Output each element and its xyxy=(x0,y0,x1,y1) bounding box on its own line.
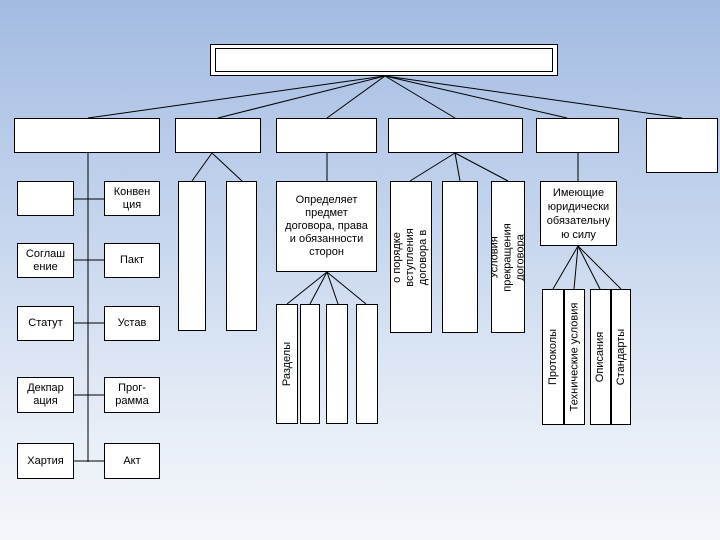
category-5-box xyxy=(536,118,619,153)
doc-declaration-box: Декпар ация xyxy=(17,377,74,413)
entry-procedure-label: Постановление о порядке вступления догов… xyxy=(391,227,432,287)
diagram-title-frame xyxy=(210,44,558,76)
contract-subject-box: Определяет предмет договора, права и обя… xyxy=(276,181,377,272)
doc-act-box: Акт xyxy=(104,443,160,479)
sections-label: Разделы xyxy=(281,341,294,387)
section-slot-1 xyxy=(300,304,320,424)
technical-conditions-box: Технические условия xyxy=(564,289,585,425)
technical-conditions-label: Технические условия xyxy=(568,302,581,412)
doc-charter-box: Хартия xyxy=(17,443,74,479)
sections-box: Разделы xyxy=(276,304,298,424)
standards-label: Стандарты xyxy=(615,328,628,386)
category-3-box xyxy=(276,118,377,153)
doc-ustav-box: Устав xyxy=(104,306,160,341)
doc-statute-box: Статут xyxy=(17,306,74,341)
category-2-box xyxy=(175,118,261,153)
diagram-title xyxy=(215,48,553,72)
category-4-box xyxy=(388,118,523,153)
doc-agreement-box: Соглаш ение xyxy=(17,243,74,278)
section-slot-2 xyxy=(326,304,348,424)
legally-binding-box: Имеющие юридически обязательну ю силу xyxy=(540,181,617,246)
descriptions-label: Описания xyxy=(594,331,607,383)
category-2-child-1 xyxy=(178,181,206,331)
doc-pact-box: Пакт xyxy=(104,243,160,278)
entry-procedure-box: Постановление о порядке вступления догов… xyxy=(390,181,432,333)
descriptions-box: Описания xyxy=(590,289,611,425)
category-1-box xyxy=(14,118,160,153)
protocols-box: Протоколы xyxy=(542,289,564,425)
doc-programme-box: Прог-рамма xyxy=(104,377,160,413)
termination-label: Условия прекращения договора xyxy=(491,222,525,292)
termination-box: Условия прекращения договора xyxy=(491,181,525,333)
category-2-child-2 xyxy=(226,181,257,331)
entry-empty-box xyxy=(442,181,478,333)
protocols-label: Протоколы xyxy=(547,328,560,386)
doc-empty-box xyxy=(17,181,74,216)
section-slot-3 xyxy=(356,304,378,424)
category-6-box xyxy=(646,118,718,173)
standards-box: Стандарты xyxy=(611,289,631,425)
doc-convention-box: Конвен ция xyxy=(104,181,160,216)
